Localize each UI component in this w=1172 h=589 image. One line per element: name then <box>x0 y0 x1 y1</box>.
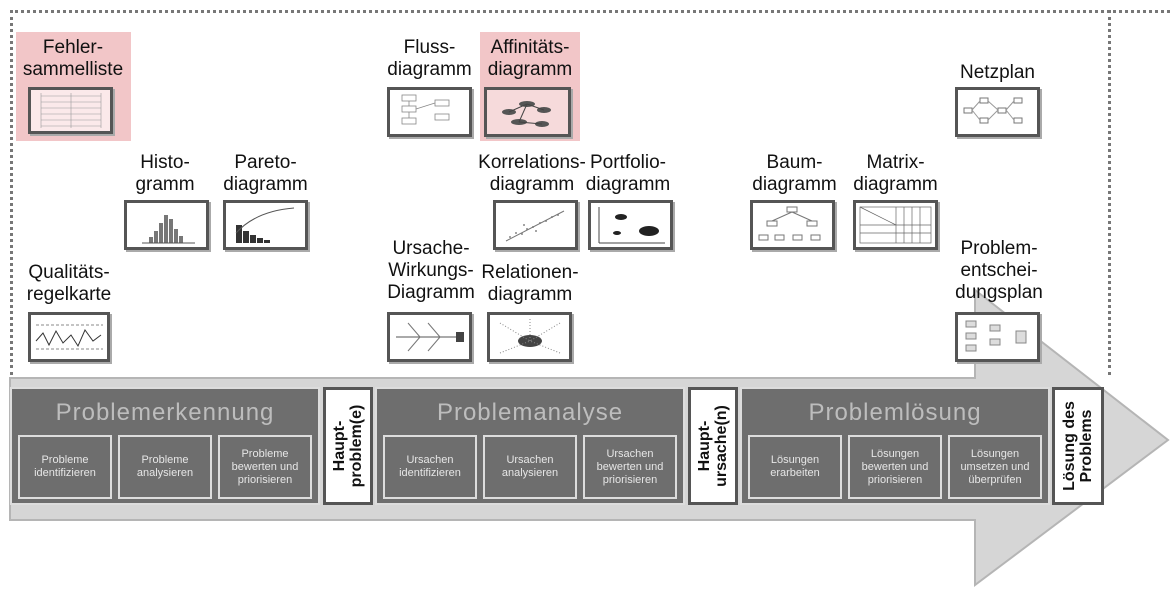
label-affinitaetsdiagramm: Affinitäts- diagramm <box>487 37 573 80</box>
tools-frame <box>10 10 1170 375</box>
step-box: Probleme identifizieren <box>18 435 112 499</box>
phase-problemerkennung: Problemerkennung Probleme identifizieren… <box>10 387 320 505</box>
label-paretodiagramm: Pareto- diagramm <box>223 152 308 195</box>
milestone-hauptursache: Haupt- ursache(n) <box>688 387 738 505</box>
step-box: Ursachen identifizieren <box>383 435 477 499</box>
label-korrelationsdiagramm: Korrelations- diagramm <box>478 152 586 195</box>
phase-title: Problemlösung <box>808 399 982 426</box>
step-box: Lösungen bewerten und priorisieren <box>848 435 942 499</box>
step-box: Probleme analysieren <box>118 435 212 499</box>
step-box: Probleme bewerten und priorisieren <box>218 435 312 499</box>
label-matrixdiagramm: Matrix- diagramm <box>853 152 938 195</box>
label-portfoliodiagramm: Portfolio- diagramm <box>585 152 671 195</box>
milestone-label: Haupt- problem(e) <box>331 404 365 488</box>
netzplan-thumbnail <box>955 87 1040 137</box>
milestone-loesung-des-problems: Lösung des Problems <box>1052 387 1104 505</box>
ursache-wirkungs-diagramm-thumbnail <box>387 312 472 362</box>
label-problementscheidungsplan: Problem- entschei- dungsplan <box>955 238 1043 303</box>
baumdiagramm-thumbnail <box>750 200 835 250</box>
qualitaetsregelkarte-thumbnail <box>28 312 110 362</box>
relationendiagramm-thumbnail <box>487 312 572 362</box>
fehlersammelliste-thumbnail <box>28 87 113 134</box>
korrelationsdiagramm-thumbnail <box>493 200 578 250</box>
affinitaetsdiagramm-thumbnail <box>484 87 571 137</box>
phase-title: Problemanalyse <box>436 399 624 426</box>
phase-problemanalyse: Problemanalyse Ursachen identifizieren U… <box>375 387 685 505</box>
step-box: Ursachen analysieren <box>483 435 577 499</box>
matrixdiagramm-thumbnail <box>853 200 938 250</box>
label-qualitaetsregelkarte: Qualitäts- regelkarte <box>26 262 112 305</box>
step-box: Lösungen umsetzen und überprüfen <box>948 435 1042 499</box>
label-flussdiagramm: Fluss- diagramm <box>387 37 472 80</box>
histogramm-thumbnail <box>124 200 209 250</box>
label-histogramm: Histo- gramm <box>135 152 195 195</box>
tools-frame-right <box>1108 10 1111 375</box>
step-box: Lösungen erarbeiten <box>748 435 842 499</box>
label-ursache-wirkungs-diagramm: Ursache- Wirkungs- Diagramm <box>387 238 475 303</box>
milestone-label: Haupt- ursache(n) <box>696 405 730 487</box>
milestone-hauptproblem: Haupt- problem(e) <box>323 387 373 505</box>
phase-problemloesung: Problemlösung Lösungen erarbeiten Lösung… <box>740 387 1050 505</box>
label-netzplan: Netzplan <box>960 62 1035 83</box>
label-baumdiagramm: Baum- diagramm <box>752 152 837 195</box>
label-fehlersammelliste: Fehler- sammelliste <box>22 37 124 80</box>
portfoliodiagramm-thumbnail <box>588 200 673 250</box>
milestone-label: Lösung des Problems <box>1061 401 1095 491</box>
step-box: Ursachen bewerten und priorisieren <box>583 435 677 499</box>
problementscheidungsplan-thumbnail <box>955 312 1040 362</box>
phase-title: Problemerkennung <box>55 399 275 426</box>
label-relationendiagramm: Relationen- diagramm <box>481 262 579 305</box>
flussdiagramm-thumbnail <box>387 87 472 137</box>
paretodiagramm-thumbnail <box>223 200 308 250</box>
